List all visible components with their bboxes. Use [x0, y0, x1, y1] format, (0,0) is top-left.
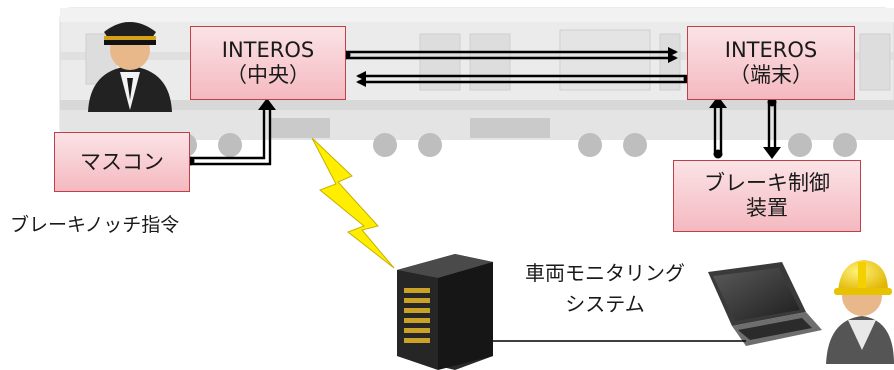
- interos-central-box: INTEROS （中央）: [190, 26, 346, 100]
- connector-brake-terminal: [709, 96, 727, 152]
- connector-terminal-brake: [763, 102, 781, 159]
- server-icon: [397, 254, 493, 370]
- laptop-icon: [708, 262, 822, 346]
- interos-central-line1: INTEROS: [221, 38, 315, 63]
- brake-control-line1: ブレーキ制御: [704, 171, 830, 196]
- mascon-label: マスコン: [80, 149, 164, 174]
- monitoring-system-label: 車両モニタリング システム: [500, 258, 710, 320]
- brake-notch-label: ブレーキノッチ指令: [10, 214, 180, 236]
- monitoring-line1: 車両モニタリング: [525, 261, 685, 285]
- lightning-icon: [311, 137, 395, 269]
- connector-mascon-central: [190, 98, 276, 166]
- connector-dot: [713, 149, 723, 159]
- interos-terminal-box: INTEROS （端末）: [687, 26, 855, 100]
- interos-central-line2: （中央）: [226, 63, 310, 87]
- mascon-box: マスコン: [54, 132, 190, 192]
- driver-icon: [88, 22, 172, 112]
- interos-terminal-line1: INTEROS: [724, 38, 818, 63]
- connector-central-terminal: [348, 47, 686, 87]
- worker-icon: [826, 260, 894, 364]
- monitoring-line2: システム: [565, 292, 645, 316]
- brake-control-line2: 装置: [746, 196, 788, 220]
- brake-control-box: ブレーキ制御 装置: [673, 160, 861, 232]
- interos-terminal-line2: （端末）: [729, 63, 813, 87]
